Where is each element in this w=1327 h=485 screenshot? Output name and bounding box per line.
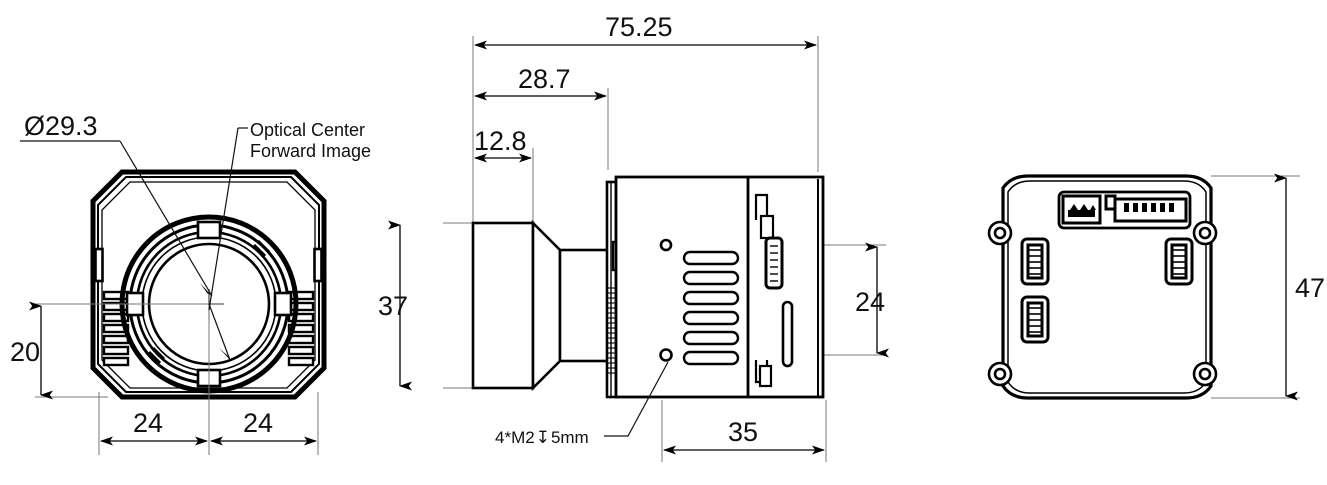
dim-12-8: 12.8 bbox=[474, 126, 532, 163]
rear-view: 47 bbox=[987, 173, 1325, 401]
heatsink-fins-right bbox=[287, 290, 315, 367]
dim-37-label: 37 bbox=[378, 291, 408, 321]
lens-taper bbox=[531, 219, 562, 392]
thread-note: 4*M2↧5mm bbox=[495, 428, 589, 447]
svg-text:4*M2↧5mm: 4*M2↧5mm bbox=[495, 428, 589, 447]
dim-20-label: 20 bbox=[10, 337, 40, 367]
dim-37: 37 bbox=[378, 220, 412, 391]
lens-front-barrel bbox=[471, 221, 535, 390]
dim-24-vertical-label: 24 bbox=[855, 287, 885, 317]
body-vent-slots bbox=[682, 250, 740, 366]
optical-center-note-line1: Optical Center bbox=[250, 120, 365, 140]
dim-12-8-label: 12.8 bbox=[474, 126, 527, 156]
lens-knurl-marks bbox=[147, 239, 271, 365]
dim-75-25: 75.25 bbox=[474, 12, 817, 50]
housing-side-notch bbox=[94, 247, 323, 283]
dim-28-7-label: 28.7 bbox=[518, 64, 571, 94]
rear-bracket-bottom bbox=[754, 360, 773, 388]
dim-20: 20 bbox=[10, 301, 108, 400]
front-diameter-label: Ø29.3 bbox=[24, 111, 98, 141]
flange-knurl bbox=[608, 287, 615, 374]
thread-note-suffix: 5mm bbox=[551, 428, 589, 447]
dim-47-label: 47 bbox=[1295, 273, 1325, 303]
dim-35: 35 bbox=[663, 417, 825, 455]
pin-header-pins bbox=[1124, 203, 1174, 212]
dim-24-right-label: 24 bbox=[243, 408, 273, 438]
dim-35-label: 35 bbox=[728, 417, 758, 447]
optical-center-leader bbox=[208, 127, 248, 311]
rear-plate-outline bbox=[1001, 174, 1213, 400]
dim-24-left-label: 24 bbox=[133, 408, 163, 438]
side-view: 75.25 28.7 12.8 37 24 35 bbox=[378, 12, 889, 462]
thread-note-leader bbox=[604, 361, 669, 437]
dim-24-left: 24 bbox=[98, 392, 208, 455]
diameter-leader bbox=[20, 140, 231, 361]
fpc-connector-pins bbox=[1029, 249, 1185, 333]
rear-connector-pins bbox=[770, 245, 778, 282]
optical-center-note-line2: Forward Image bbox=[250, 141, 371, 161]
front-view: Ø29.3 Optical Center Forward Image 20 24… bbox=[10, 111, 371, 455]
front-centerlines bbox=[88, 303, 210, 455]
depth-symbol-icon: ↧ bbox=[536, 428, 550, 447]
rear-connector bbox=[764, 236, 784, 290]
corner-mounting-boss bbox=[987, 220, 1218, 387]
m2-mounting-hole bbox=[659, 238, 673, 362]
rear-bracket-top bbox=[754, 193, 775, 240]
pin-header-connector bbox=[1104, 194, 1188, 223]
dim-75-25-label: 75.25 bbox=[605, 12, 673, 42]
dim-28-7: 28.7 bbox=[474, 64, 607, 101]
dim-24-right: 24 bbox=[210, 392, 319, 455]
lens-rear-cylinder bbox=[558, 248, 615, 363]
dim-24-vertical: 24 bbox=[855, 242, 889, 358]
thread-note-prefix: 4*M2 bbox=[495, 428, 535, 447]
rear-card-slot bbox=[781, 300, 794, 368]
dim-47: 47 bbox=[1211, 173, 1325, 401]
usb-connector bbox=[1061, 194, 1102, 225]
